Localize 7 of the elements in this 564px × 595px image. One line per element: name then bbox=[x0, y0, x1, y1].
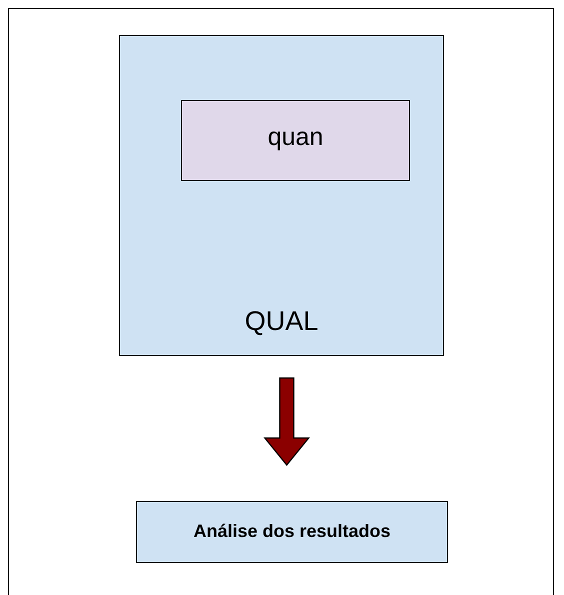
process-box bbox=[181, 100, 410, 181]
node-label: QUAL bbox=[244, 306, 318, 337]
node-label: Análise dos resultados bbox=[193, 521, 391, 542]
process-box bbox=[119, 35, 444, 356]
result-box bbox=[136, 501, 448, 563]
arrow bbox=[263, 377, 310, 466]
node-label: quan bbox=[268, 123, 324, 152]
